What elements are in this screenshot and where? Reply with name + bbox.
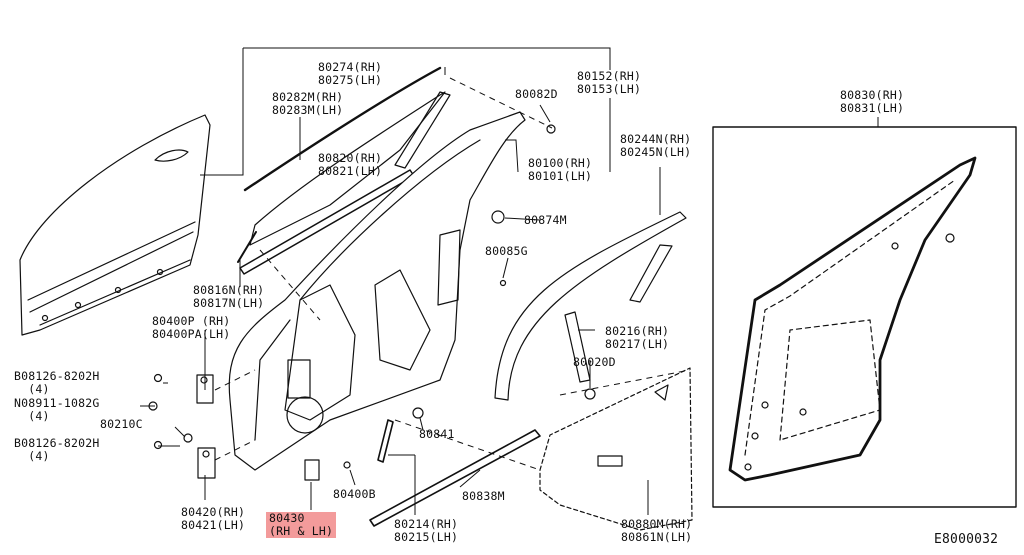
label-80430-highlighted[interactable]: 80430 (RH & LH) bbox=[266, 512, 337, 538]
door-channel bbox=[564, 311, 591, 383]
label-80214: 80214(RH) 80215(LH) bbox=[394, 517, 459, 544]
label-80274: 80274(RH) 80275(LH) bbox=[318, 60, 383, 87]
label-80880m: 80880M(RH) 80861N(LH) bbox=[621, 517, 693, 544]
door-glass bbox=[249, 91, 446, 246]
upper-sash-moulding bbox=[243, 66, 442, 192]
label-80210c: 80210C bbox=[100, 417, 143, 431]
label-80085g: 80085G bbox=[485, 244, 528, 258]
label-08126-lower: B08126-8202H (4) bbox=[14, 436, 100, 463]
lower-hinge bbox=[197, 447, 216, 479]
door-inner-frame bbox=[228, 111, 526, 471]
label-80841: 80841 bbox=[419, 427, 455, 441]
label-80820: 80820(RH) 80821(LH) bbox=[318, 151, 383, 178]
label-80830: 80830(RH) 80831(LH) bbox=[840, 88, 905, 115]
label-80816n: 80816N(RH) 80817N(LH) bbox=[193, 283, 265, 310]
label-80400p: 80400P (RH) 80400PA(LH) bbox=[152, 314, 231, 341]
label-80100: 80100(RH) 80101(LH) bbox=[528, 156, 593, 183]
door-weatherstrip bbox=[728, 156, 977, 482]
label-80082d: 80082D bbox=[515, 87, 558, 101]
label-80400b: 80400B bbox=[333, 487, 376, 501]
label-80020d: 80020D bbox=[573, 355, 616, 369]
leader-lines bbox=[140, 47, 879, 515]
diagram-code: E8000032 bbox=[934, 532, 999, 547]
weatherstrip-box bbox=[712, 126, 1017, 508]
label-80420: 80420(RH) 80421(LH) bbox=[181, 505, 246, 532]
label-80838m: 80838M bbox=[462, 489, 505, 503]
bolts-and-clips bbox=[148, 124, 556, 481]
label-80152: 80152(RH) 80153(LH) bbox=[577, 69, 642, 96]
label-80216: 80216(RH) 80217(LH) bbox=[605, 324, 670, 351]
label-80282m: 80282M(RH) 80283M(LH) bbox=[272, 90, 344, 117]
label-80874m: 80874M bbox=[524, 213, 567, 227]
lower-sash-moulding bbox=[369, 429, 541, 527]
label-80244n: 80244N(RH) 80245N(LH) bbox=[620, 132, 692, 159]
front-pillar-garnish bbox=[494, 211, 687, 401]
door-outer-panel bbox=[19, 114, 211, 336]
label-08911: N08911-1082G (4) bbox=[14, 396, 100, 423]
label-08126-upper: B08126-8202H (4) bbox=[14, 369, 100, 396]
door-trim-panel bbox=[539, 367, 693, 531]
